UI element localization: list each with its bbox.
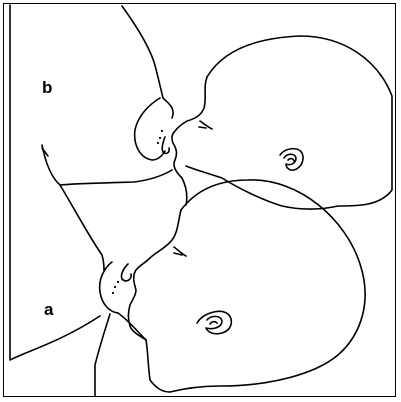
label-b: b	[42, 79, 52, 96]
label-a: a	[44, 301, 53, 318]
figure-frame	[3, 3, 396, 397]
